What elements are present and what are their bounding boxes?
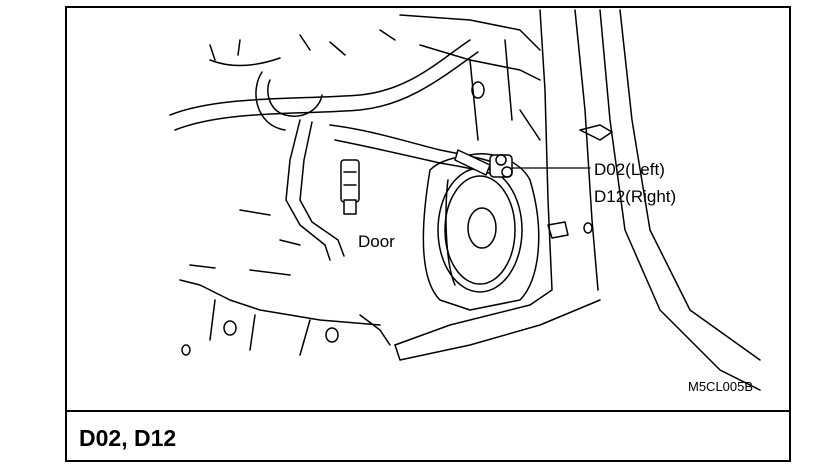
door-lower-details: [179, 209, 391, 356]
figure-code: M5CL005B: [688, 379, 754, 394]
speaker-icon: [422, 153, 540, 311]
d02-left-label: D02(Left): [594, 160, 665, 179]
figure-frame: [65, 6, 791, 462]
figure-title: D02, D12: [79, 425, 177, 451]
title-divider: [65, 410, 791, 412]
door-label: Door: [358, 232, 395, 251]
connector-icon: [340, 159, 360, 215]
d12-right-label: D12(Right): [594, 187, 677, 206]
speaker-connector: [454, 149, 591, 178]
door-panel-outline: [394, 9, 761, 391]
wiring-harness: [169, 29, 501, 261]
